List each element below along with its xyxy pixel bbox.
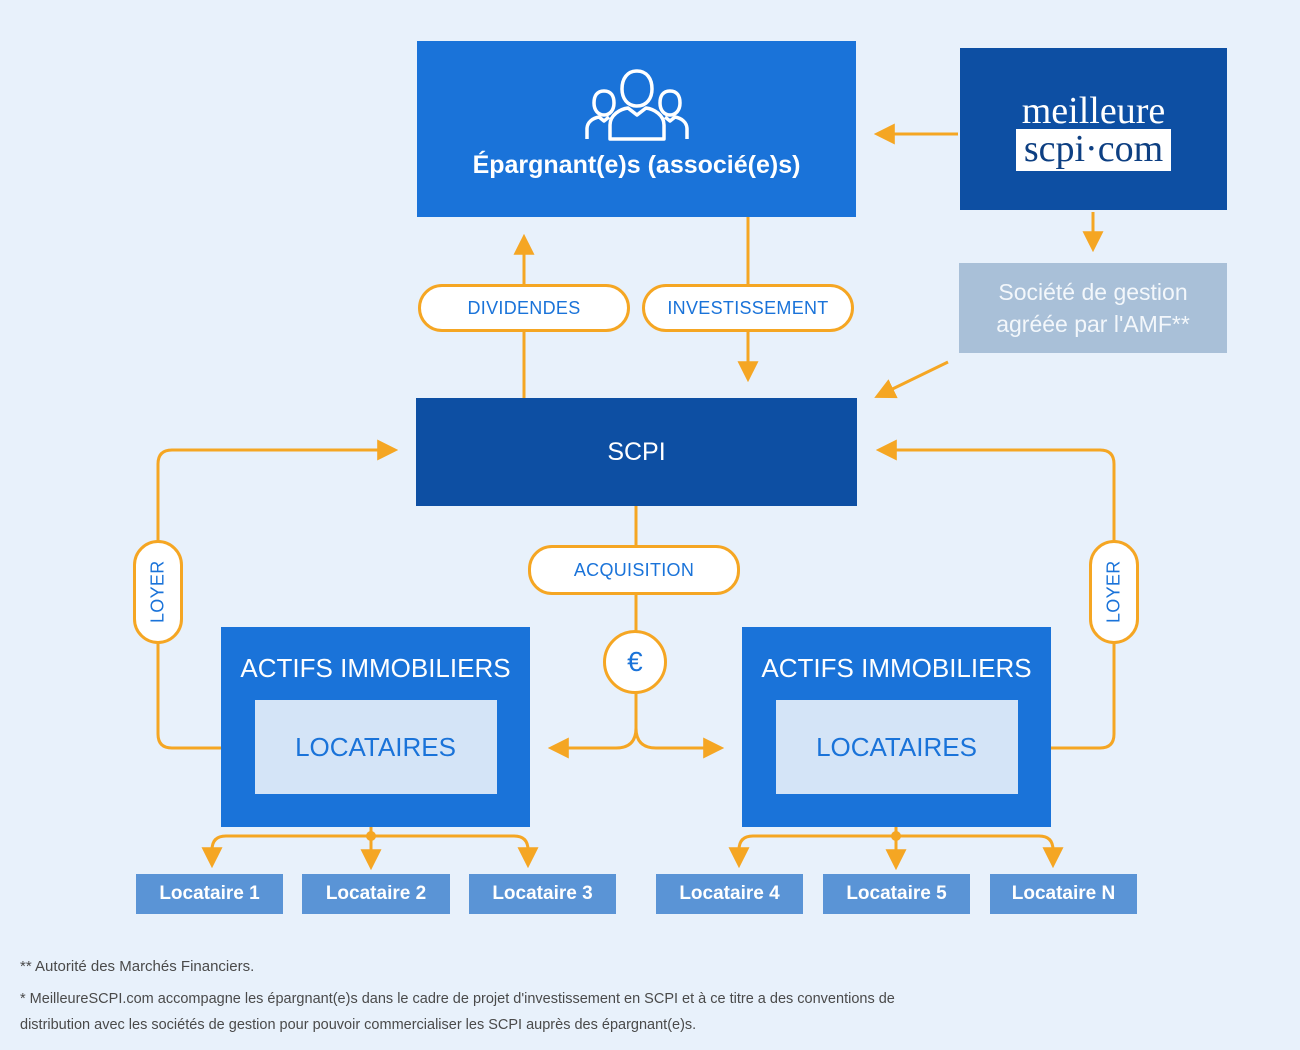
locataire-2: Locataire 2 [302, 874, 450, 914]
scpi-box: SCPI [416, 398, 857, 506]
loyer-right-pill: LOYER [1089, 540, 1139, 644]
fan-right-4 [728, 834, 896, 869]
acquisition-branch-right [634, 727, 725, 759]
scpi-label: SCPI [607, 437, 666, 466]
fan-left-1 [201, 834, 371, 869]
euro-circle: € [603, 630, 667, 694]
locataire-4: Locataire 4 [656, 874, 803, 914]
arrow-societe-to-scpi [874, 360, 949, 399]
societe-gestion-box: Société de gestion agréée par l'AMF** [959, 263, 1227, 353]
locataires-left-label: LOCATAIRES [295, 731, 456, 762]
epargnants-box: Épargnant(e)s (associé(e)s) [417, 41, 856, 217]
societe-line1: Société de gestion [998, 279, 1188, 305]
acquisition-branch-left [547, 727, 638, 759]
footnote-disclaimer-2: distribution avec les sociétés de gestio… [20, 1017, 697, 1033]
locataire-5: Locataire 5 [823, 874, 970, 914]
fan-right-n [896, 834, 1064, 869]
locataires-right-label: LOCATAIRES [816, 731, 977, 762]
dividendes-pill: DIVIDENDES [418, 284, 630, 332]
locataires-right-box: LOCATAIRES [775, 700, 1018, 794]
actifs-right-title: ACTIFS IMMOBILIERS [761, 653, 1032, 683]
acquisition-pill: ACQUISITION [528, 545, 740, 595]
actifs-immobiliers-left: ACTIFS IMMOBILIERS LOCATAIRES [221, 627, 530, 827]
loyer-left-pill: LOYER [133, 540, 183, 644]
locataires-left-box: LOCATAIRES [254, 700, 497, 794]
locataire-3: Locataire 3 [469, 874, 616, 914]
footnote-disclaimer-1: * MeilleureSCPI.com accompagne les éparg… [20, 991, 895, 1007]
people-group-icon [584, 69, 689, 141]
logo-line1: meilleure [1021, 90, 1166, 132]
logo-line2: scpi·com [1015, 129, 1172, 171]
fan-left-3 [371, 834, 539, 869]
actifs-immobiliers-right: ACTIFS IMMOBILIERS LOCATAIRES [742, 627, 1051, 827]
locataire-n: Locataire N [990, 874, 1137, 914]
investissement-pill: INVESTISSEMENT [642, 284, 854, 332]
societe-line2: agréée par l'AMF** [996, 311, 1190, 337]
meilleurescpi-logo-box: meilleure scpi·com [960, 48, 1227, 210]
locataire-1: Locataire 1 [136, 874, 283, 914]
actifs-left-title: ACTIFS IMMOBILIERS [240, 653, 511, 683]
footnote-amf: ** Autorité des Marchés Financiers. [20, 958, 255, 975]
epargnants-label: Épargnant(e)s (associé(e)s) [472, 151, 801, 179]
